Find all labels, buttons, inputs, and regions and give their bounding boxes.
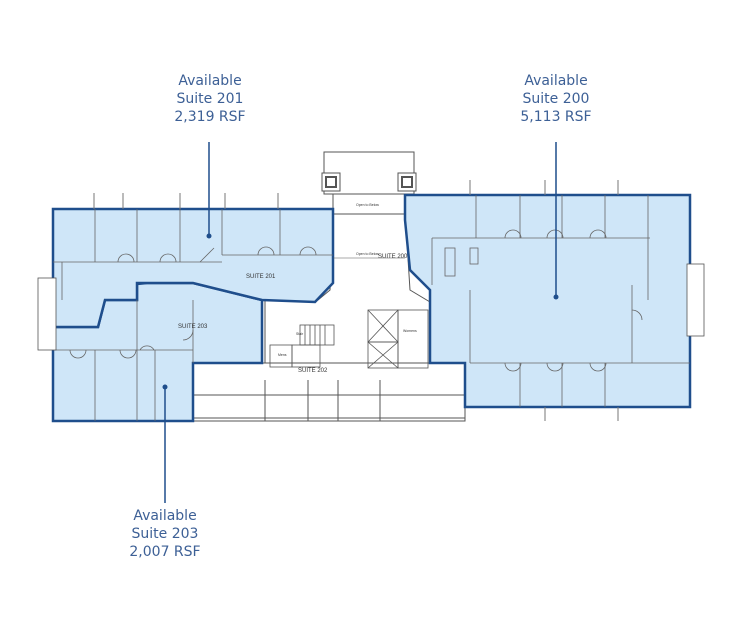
leader-suite-201 — [206, 142, 212, 239]
callout-area: 5,113 RSF — [520, 109, 592, 125]
suite-201-walls — [53, 209, 333, 300]
callout-suite-name: Suite 203 — [131, 526, 199, 542]
plan-label-mens: Mens — [278, 353, 287, 357]
leader-suite-203 — [162, 384, 168, 503]
leader-suite-200 — [553, 142, 559, 300]
callout-status: Available — [178, 73, 242, 89]
callout-status: Available — [133, 508, 197, 524]
callout-suite-203: Available Suite 203 2,007 RSF — [105, 507, 225, 561]
plan-label-womens: Womens — [403, 329, 417, 333]
callout-area: 2,007 RSF — [129, 544, 201, 560]
callout-status: Available — [524, 73, 588, 89]
callout-area: 2,319 RSF — [174, 109, 246, 125]
exterior-mullions — [93, 180, 619, 421]
callout-suite-201: Available Suite 201 2,319 RSF — [150, 72, 270, 126]
callout-suite-name: Suite 201 — [176, 91, 244, 107]
plan-label-open-to-below-2: Open to Below — [356, 252, 379, 256]
plan-label-suite-202: SUITE 202 — [298, 368, 328, 374]
suite-200-walls — [431, 195, 690, 407]
building-core — [192, 209, 466, 422]
plan-label-suite-201: SUITE 201 — [246, 274, 276, 280]
plan-label-open-to-below-1: Open to Below — [356, 203, 379, 207]
suite-201-area[interactable] — [51, 207, 335, 329]
callout-suite-200: Available Suite 200 5,113 RSF — [496, 72, 616, 126]
entrance-canopy — [321, 151, 417, 215]
plan-label-suite-200: SUITE 200 — [378, 254, 408, 260]
suite-203-walls — [53, 300, 194, 421]
building-core-rooms — [269, 257, 429, 369]
plan-label-stair: Stair — [296, 332, 304, 336]
side-stairs — [37, 263, 705, 351]
callout-suite-name: Suite 200 — [522, 91, 590, 107]
plan-label-suite-203: SUITE 203 — [178, 324, 208, 330]
